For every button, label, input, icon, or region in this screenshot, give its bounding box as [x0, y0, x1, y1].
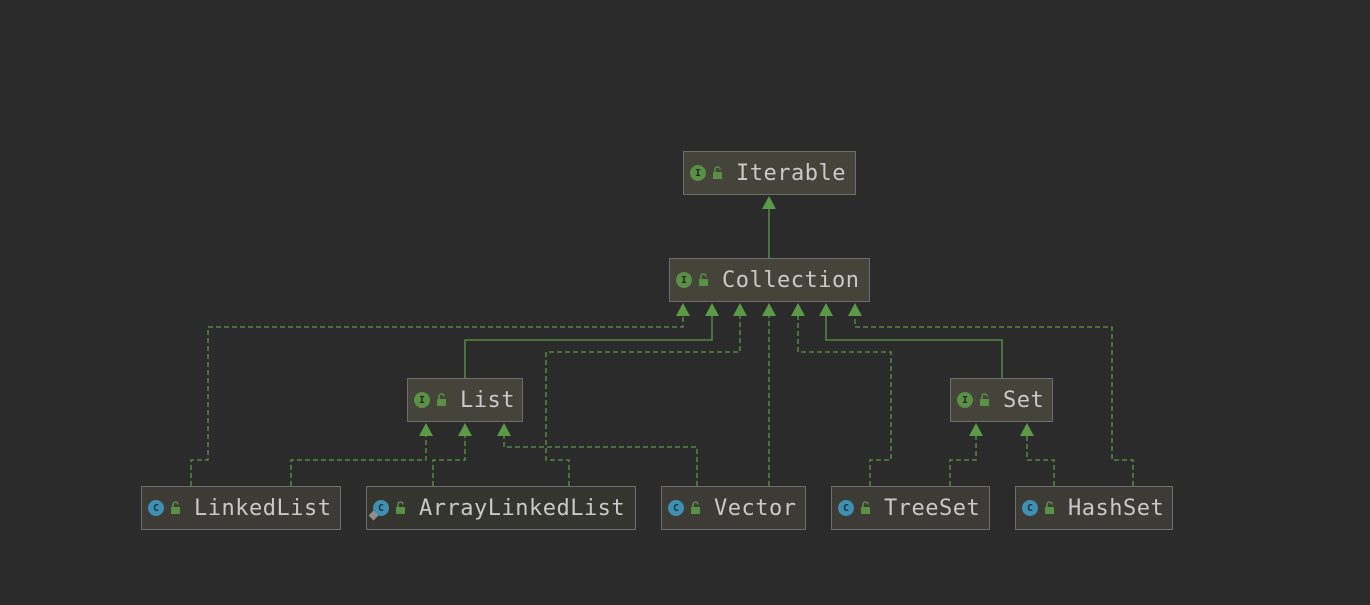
node-hashset[interactable]: C HashSet — [1015, 486, 1173, 530]
public-lock-icon — [713, 166, 722, 179]
edge-arraylinkedlist-to-list — [432, 435, 466, 486]
arrowhead-set-to-collection — [819, 303, 833, 316]
arrowhead-linkedlist-to-collection — [676, 303, 690, 316]
public-lock-icon — [171, 501, 180, 514]
edge-hashset-to-collection — [854, 315, 1134, 486]
arrowhead-vector-to-list — [497, 423, 511, 436]
node-iterable[interactable]: I Iterable — [683, 151, 856, 195]
interface-icon: I — [957, 392, 973, 408]
public-lock-icon — [691, 501, 700, 514]
edge-set-to-collection — [825, 315, 1003, 378]
edge-list-to-collection — [464, 315, 713, 378]
node-set[interactable]: I Set — [950, 378, 1053, 422]
edge-treeset-to-collection — [797, 315, 892, 486]
node-linkedlist[interactable]: C LinkedList — [141, 486, 341, 530]
edge-hashset-to-set — [1026, 435, 1055, 486]
class-icon: C — [148, 500, 164, 516]
node-label: ArrayLinkedList — [419, 495, 626, 521]
arrowhead-list-to-collection — [705, 303, 719, 316]
class-icon: C — [668, 500, 684, 516]
arrowhead-hashset-to-set — [1020, 423, 1034, 436]
node-label: List — [460, 387, 515, 413]
edge-treeset-to-set — [949, 435, 977, 486]
public-lock-icon — [396, 501, 405, 514]
public-lock-icon — [699, 273, 708, 286]
interface-icon: I — [690, 165, 706, 181]
node-label: LinkedList — [194, 495, 332, 521]
class-icon: C — [838, 500, 854, 516]
arrowhead-hashset-to-collection — [848, 303, 862, 316]
node-label: HashSet — [1068, 495, 1165, 521]
node-label: Vector — [714, 495, 797, 521]
arrowhead-vector-to-collection — [762, 303, 776, 316]
node-arraylinkedlist[interactable]: C ArrayLinkedList — [366, 486, 636, 530]
arrowhead-collection-to-iterable — [762, 196, 776, 209]
public-lock-icon — [437, 393, 446, 406]
public-lock-icon — [1045, 501, 1054, 514]
arrowhead-treeset-to-set — [969, 423, 983, 436]
node-treeset[interactable]: C TreeSet — [831, 486, 990, 530]
class-icon: C — [1022, 500, 1038, 516]
arrowhead-arraylinkedlist-to-collection — [733, 303, 747, 316]
node-label: Collection — [722, 267, 860, 293]
interface-icon: I — [414, 392, 430, 408]
node-label: TreeSet — [884, 495, 981, 521]
arrowhead-arraylinkedlist-to-list — [458, 423, 472, 436]
arrowhead-treeset-to-collection — [791, 303, 805, 316]
abstract-mark-icon — [368, 510, 379, 521]
public-lock-icon — [980, 393, 989, 406]
node-label: Iterable — [736, 160, 846, 186]
edge-linkedlist-to-collection — [190, 315, 684, 486]
interface-icon: I — [676, 272, 692, 288]
public-lock-icon — [861, 501, 870, 514]
node-vector[interactable]: C Vector — [661, 486, 806, 530]
edge-vector-to-list — [503, 435, 698, 486]
edge-linkedlist-to-list — [290, 435, 427, 486]
arrowhead-linkedlist-to-list — [419, 423, 433, 436]
node-collection[interactable]: I Collection — [669, 258, 870, 302]
kind-letter: C — [377, 502, 385, 514]
node-label: Set — [1003, 387, 1045, 413]
node-list[interactable]: I List — [407, 378, 523, 422]
abstract-class-icon: C — [368, 500, 389, 521]
